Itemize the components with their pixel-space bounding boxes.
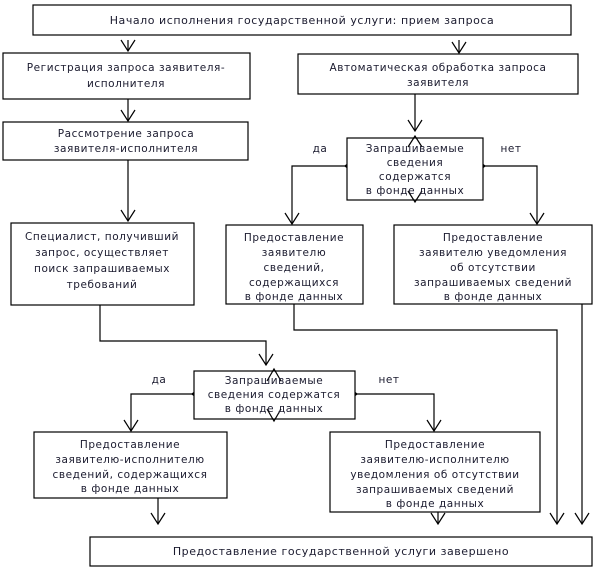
- node-registration-line-1: исполнителя: [87, 78, 165, 90]
- arrowhead-provide-executor-to-end: [150, 512, 166, 526]
- decision1-no-label: нет: [501, 143, 522, 155]
- arrowhead-notify-applicant-to-end: [574, 512, 590, 526]
- node-notify-applicant-line-3: запрашиваемых сведений: [414, 277, 572, 289]
- arrowhead-decision1-yes: [284, 212, 300, 226]
- chevron-bottom-decision1: [407, 190, 423, 204]
- connector-decision2-no: [355, 393, 435, 431]
- node-notify-applicant-box: [393, 224, 593, 305]
- node-provide-executor: Предоставление заявителю-исполнителю све…: [33, 431, 228, 499]
- node-decision2: Запрашиваемые сведения содержатся в фонд…: [193, 367, 356, 423]
- node-decision1: Запрашиваемые сведения содержатся в фонд…: [346, 134, 484, 204]
- connector-provide-applicant-to-end: [293, 304, 558, 524]
- node-decision1-line-1: сведения: [387, 157, 444, 169]
- node-review-line-0: Рассмотрение запроса: [58, 128, 195, 140]
- node-notify-executor-line-0: Предоставление: [385, 439, 485, 451]
- node-decision1-box: [346, 137, 484, 201]
- node-provide-applicant-box: [225, 224, 364, 305]
- node-registration-box: [2, 52, 251, 100]
- node-specialist-line-0: Специалист, получивший: [25, 231, 179, 243]
- node-notify-executor: Предоставление заявителю-исполнителю уве…: [329, 431, 541, 513]
- node-notify-executor-line-3: запрашиваемых сведений: [356, 484, 514, 496]
- node-decision1-line-0: Запрашиваемые: [366, 143, 464, 155]
- node-end-line-0: Предоставление государственной услуги за…: [173, 545, 509, 558]
- arrowhead-specialist-to-decision2: [258, 353, 274, 367]
- connector-specialist-to-decision2: [99, 305, 267, 365]
- node-specialist-line-3: требований: [67, 279, 138, 291]
- chevron-bottom-decision2: [266, 408, 282, 423]
- node-review-line-1: заявителя-исполнителя: [54, 143, 198, 155]
- node-auto-processing-box: [297, 53, 579, 95]
- node-decision2-line-2: в фонде данных: [225, 403, 323, 415]
- node-registration-line-0: Регистрация запроса заявителя-: [27, 62, 226, 74]
- node-provide-executor-line-1: заявителю-исполнителю: [55, 454, 204, 466]
- node-decision2-line-1: сведения содержатся: [208, 389, 341, 401]
- decision2-no-label: нет: [379, 374, 400, 386]
- node-specialist-line-2: поиск запрашиваемых: [34, 263, 170, 275]
- arrowhead-provide-applicant-to-end: [549, 512, 565, 526]
- node-specialist-box: [10, 222, 195, 306]
- node-start-box: [32, 4, 572, 36]
- arrowhead-decision2-yes: [123, 419, 139, 433]
- node-decision1-line-2: содержатся: [379, 171, 451, 183]
- arrowhead-review-to-specialist: [120, 209, 136, 223]
- node-auto-processing-line-0: Автоматическая обработка запроса: [330, 62, 547, 74]
- chevron-top-decision1: [407, 134, 423, 148]
- node-review-box: [2, 121, 249, 161]
- connector-layer: [99, 39, 590, 526]
- node-notify-applicant-line-2: об отсутствии: [450, 262, 536, 274]
- decision2-yes-label: да: [152, 374, 167, 386]
- node-provide-executor-line-2: сведений, содержащихся: [53, 469, 208, 481]
- arrowhead-auto-to-decision1: [407, 119, 423, 133]
- node-provide-executor-line-3: в фонде данных: [81, 483, 179, 495]
- node-provide-applicant-line-0: Предоставление: [244, 232, 344, 244]
- node-provide-applicant-line-3: содержащихся: [249, 277, 339, 289]
- node-decision1-line-3: в фонде данных: [366, 185, 464, 197]
- node-start: Начало исполнения государственной услуги…: [32, 4, 572, 36]
- arrowhead-start-to-registration: [120, 39, 136, 53]
- connector-decision1-yes: [291, 165, 347, 224]
- node-auto-processing: Автоматическая обработка запроса заявите…: [297, 53, 579, 95]
- node-notify-applicant: Предоставление заявителю уведомления об …: [393, 224, 593, 305]
- node-end-box: [89, 536, 593, 567]
- arrowhead-decision1-no: [529, 212, 545, 226]
- arrowhead-notify-executor-to-end: [430, 512, 446, 526]
- connector-decision1-no: [483, 165, 538, 224]
- arrowhead-registration-to-review: [120, 109, 136, 123]
- node-registration: Регистрация запроса заявителя- исполните…: [2, 52, 251, 100]
- node-auto-processing-line-1: заявителя: [407, 77, 469, 89]
- node-notify-executor-box: [329, 431, 541, 513]
- arrowhead-start-to-auto: [451, 41, 467, 55]
- node-notify-executor-line-2: уведомления об отсутствии: [350, 469, 519, 481]
- node-notify-applicant-line-4: в фонде данных: [444, 291, 542, 303]
- node-notify-executor-line-1: заявителю-исполнителю: [360, 454, 509, 466]
- connector-decision2-yes: [130, 393, 194, 431]
- node-notify-applicant-line-1: заявителю уведомления: [419, 247, 567, 259]
- node-provide-applicant-line-1: заявителю: [262, 247, 326, 259]
- node-review: Рассмотрение запроса заявителя-исполните…: [2, 121, 249, 161]
- node-notify-applicant-line-0: Предоставление: [443, 232, 543, 244]
- arrowhead-decision2-no: [426, 419, 442, 433]
- node-provide-executor-box: [33, 431, 228, 499]
- node-start-line-0: Начало исполнения государственной услуги…: [110, 14, 495, 27]
- chevron-top-decision2: [266, 367, 282, 382]
- node-notify-executor-line-4: в фонде данных: [386, 498, 484, 510]
- node-provide-applicant: Предоставление заявителю сведений, содер…: [225, 224, 364, 305]
- node-end: Предоставление государственной услуги за…: [89, 536, 593, 567]
- node-decision2-line-0: Запрашиваемые: [225, 375, 323, 387]
- node-provide-executor-line-0: Предоставление: [80, 439, 180, 451]
- decision1-yes-label: да: [313, 143, 328, 155]
- node-provide-applicant-line-4: в фонде данных: [245, 291, 343, 303]
- node-provide-applicant-line-2: сведений,: [264, 262, 325, 274]
- node-specialist-line-1: запрос, осуществляет: [35, 247, 169, 259]
- node-specialist: Специалист, получивший запрос, осуществл…: [10, 222, 195, 306]
